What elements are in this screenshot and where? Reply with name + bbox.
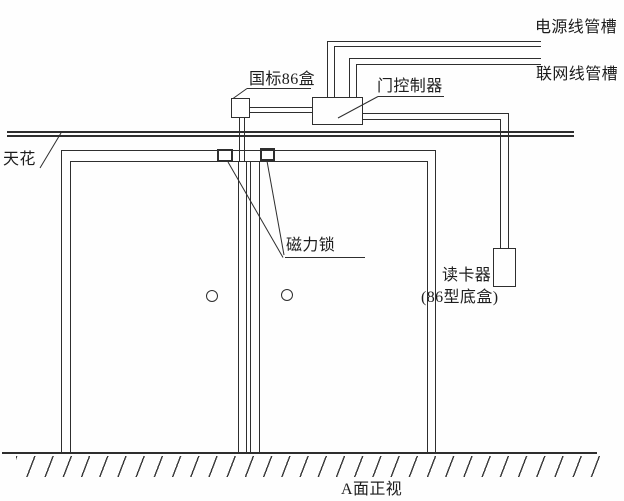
card-reader-label: 读卡器 (442, 267, 492, 284)
gb86-controller-connector-upper (250, 107, 312, 108)
door-handle-left (206, 290, 218, 302)
diagram-title: A面正视 (341, 481, 403, 498)
door-controller-label: 门控制器 (377, 78, 443, 95)
gb86-drop-conduit-right (244, 118, 245, 161)
magnetic-lock-left (217, 149, 233, 162)
network-conduit-label: 联网线管槽 (536, 66, 619, 83)
ceiling-label: 天花 (3, 151, 36, 168)
ground-line (2, 452, 597, 454)
magnetic-lock-right (260, 148, 275, 161)
gb86-box-label: 国标86盒 (249, 71, 316, 88)
gb86-box (231, 98, 250, 118)
ceiling-line-lower (7, 135, 574, 137)
power-conduit-inner-line (334, 46, 541, 98)
ceiling-leader-line (39, 132, 62, 169)
gb86-drop-conduit-left (239, 118, 240, 161)
power-conduit-label: 电源线管槽 (535, 19, 618, 36)
network-conduit-inner-line (356, 64, 541, 98)
door-meeting-stile-2 (246, 161, 247, 452)
door-meeting-stile-3 (250, 161, 251, 452)
magnetic-lock-label: 磁力锁 (286, 237, 336, 254)
card-reader-box (493, 248, 516, 287)
door-meeting-stile-4 (259, 161, 260, 452)
card-reader-box-note-label: (86型底盒) (421, 289, 499, 306)
door-frame-inner (70, 161, 428, 452)
door-controller-box (312, 97, 363, 125)
gb86-controller-connector-lower (250, 112, 312, 113)
door-handle-right (281, 289, 293, 301)
reader-conduit-outer-line (363, 113, 509, 249)
door-meeting-stile-1 (238, 161, 239, 452)
reader-conduit-inner-line (363, 119, 501, 249)
gb86-leader-line (232, 88, 248, 99)
ground-hatching (16, 456, 600, 477)
ceiling-line-upper (7, 131, 574, 133)
network-conduit-outer-line (349, 58, 541, 98)
door-frame-outer (61, 150, 436, 452)
power-conduit-outer-line (327, 41, 541, 98)
